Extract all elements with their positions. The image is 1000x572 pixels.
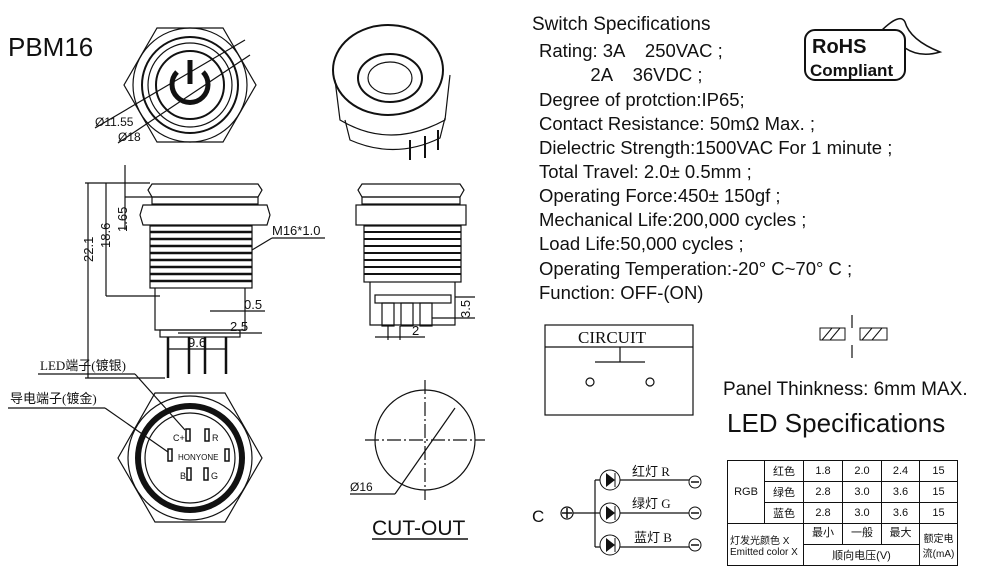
color-cell: 蓝色 xyxy=(764,502,804,524)
led-branch-green: 绿灯 G xyxy=(632,496,671,511)
spec-line: Load Life:50,000 cycles ; xyxy=(539,233,744,254)
current-cell: 15 xyxy=(919,481,958,503)
panel-thickness-text: Panel Thinkness: 6mm MAX. xyxy=(723,379,968,400)
circuit-diagram: CIRCUIT xyxy=(544,324,694,416)
rohs-text: RoHS xyxy=(812,36,866,58)
spec-line: Operating Temperation:-20° C~70° C ; xyxy=(539,258,853,279)
spec-line: Rating: 3A 250VAC ; xyxy=(539,40,723,61)
dim-pin-pitch: 2.5 xyxy=(230,319,248,334)
color-cell: 红色 xyxy=(764,460,804,482)
col-max: 最大 xyxy=(881,523,920,545)
typ-cell: 2.0 xyxy=(842,460,882,482)
conductive-terminal-label: 导电端子(镀金) xyxy=(10,391,97,406)
dim-body-height: 18.6 xyxy=(98,223,113,248)
thread-spec: M16*1.0 xyxy=(272,223,320,238)
cutout-view: Ø16 CUT-OUT xyxy=(350,380,485,540)
col-min: 最小 xyxy=(803,523,843,545)
dim-cap-height: 1.65 xyxy=(115,207,130,232)
max-cell: 3.6 xyxy=(881,502,920,524)
rohs-compliant-text: Compliant xyxy=(810,61,893,80)
emitted-color-cell: 灯发光颜色 X Emitted color X xyxy=(727,523,804,566)
rohs-logo: RoHS Compliant xyxy=(804,17,943,81)
max-cell: 2.4 xyxy=(881,460,920,482)
spec-line: Dielectric Strength:1500VAC For 1 minute… xyxy=(539,137,893,158)
current-cell: 15 xyxy=(919,502,958,524)
brand-label: HONYONE xyxy=(178,453,218,462)
common-label: C xyxy=(532,507,544,526)
table-row: 灯发光颜色 X Emitted color X 最小 一般 最大 额定电流(mA… xyxy=(727,523,958,566)
panel-thickness-icon xyxy=(819,315,888,358)
pin-label-b: B xyxy=(180,471,186,481)
col-typ: 一般 xyxy=(842,523,882,545)
emitted-color-en: Emitted color X xyxy=(730,546,798,558)
dim-pin-length: 3.5 xyxy=(458,300,473,318)
dim-outer-diameter: Ø18 xyxy=(118,130,141,144)
top-view: Ø11.55 Ø18 xyxy=(94,27,257,144)
power-icon xyxy=(169,60,211,105)
typ-cell: 3.0 xyxy=(842,481,882,503)
table-row: 顺向电压(V) xyxy=(728,544,958,566)
led-branch-blue: 蓝灯 B xyxy=(634,530,672,545)
table-row: RGB 红色 1.8 2.0 2.4 15 xyxy=(727,460,958,524)
group-cell: RGB xyxy=(727,460,765,524)
spec-line: Operating Force:450± 150gf ; xyxy=(539,185,781,206)
min-cell: 1.8 xyxy=(803,460,843,482)
side-view-rotated: 3.5 2 xyxy=(355,183,475,340)
spec-line: Mechanical Life:200,000 cycles ; xyxy=(539,209,807,230)
switch-spec-title: Switch Specifications xyxy=(532,14,710,35)
current-cell: 15 xyxy=(919,460,958,482)
led-terminal-label: LED端子(镀银) xyxy=(40,358,126,373)
dim-pin-spacing: 2 xyxy=(412,323,419,338)
cutout-title: CUT-OUT xyxy=(372,517,465,540)
pin-label-g: G xyxy=(211,471,218,481)
led-circuit: C 红灯 R 绿灯 G 蓝灯 B xyxy=(532,464,702,556)
col-current: 额定电流(mA) xyxy=(919,523,958,566)
spec-line: Total Travel: 2.0± 0.5mm ; xyxy=(539,161,752,182)
circuit-title: CIRCUIT xyxy=(578,328,647,347)
cutout-diameter: Ø16 xyxy=(350,480,373,494)
perspective-view xyxy=(332,24,451,160)
min-cell: 2.8 xyxy=(803,481,843,503)
max-cell: 3.6 xyxy=(881,481,920,503)
dim-pin-width: 0.5 xyxy=(244,297,262,312)
spec-line: 2A 36VDC ; xyxy=(539,64,703,85)
pin-label-r: R xyxy=(212,433,219,443)
voltage-label: 顺向电压(V) xyxy=(803,544,920,566)
spec-line: Function: OFF-(ON) xyxy=(539,282,704,303)
bottom-view: C+ R B G HONYONE LED端子(镀银) 导电端子(镀金) xyxy=(8,358,263,523)
side-view: 22.1 18.6 1.65 M16*1.0 0.5 2.5 9.6 xyxy=(81,165,325,379)
dim-inner-diameter: Ø11.55 xyxy=(95,115,134,129)
dim-pin-span: 9.6 xyxy=(188,335,206,350)
typ-cell: 3.0 xyxy=(842,502,882,524)
model-title: PBM16 xyxy=(8,32,93,62)
color-cell: 绿色 xyxy=(764,481,804,503)
led-spec-table: RGB 红色 1.8 2.0 2.4 15 绿色 2.8 3.0 3.6 15 … xyxy=(727,460,958,566)
spec-line: Degree of protction:IP65; xyxy=(539,89,745,110)
led-branch-red: 红灯 R xyxy=(632,464,670,479)
pin-label-c: C+ xyxy=(173,433,185,443)
emitted-color-cn: 灯发光颜色 X xyxy=(730,535,790,547)
min-cell: 2.8 xyxy=(803,502,843,524)
led-spec-title: LED Specifications xyxy=(727,408,945,438)
spec-line: Contact Resistance: 50mΩ Max. ; xyxy=(539,113,816,134)
dim-total-height: 22.1 xyxy=(81,237,96,262)
